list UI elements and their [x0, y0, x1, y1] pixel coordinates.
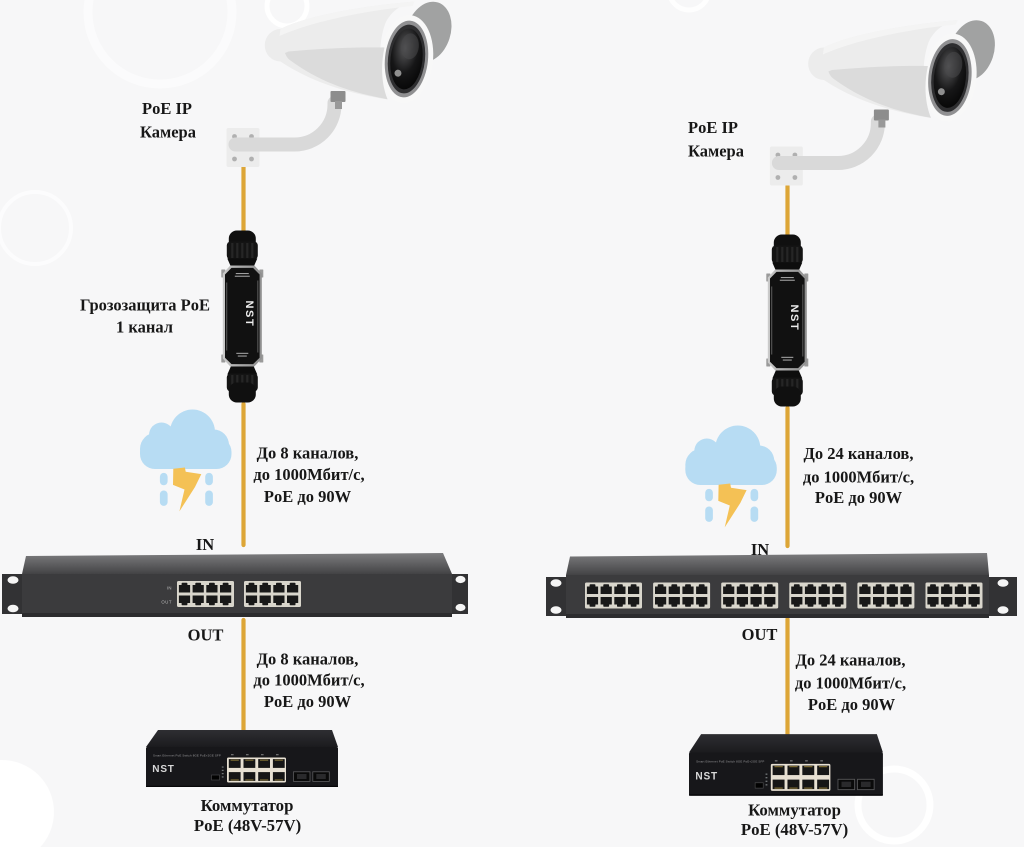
svg-text:IN: IN	[751, 540, 769, 559]
svg-text:Камера: Камера	[688, 142, 744, 161]
svg-text:PoE IP: PoE IP	[142, 99, 192, 118]
svg-text:до 1000Мбит/с,: до 1000Мбит/с,	[253, 671, 364, 690]
svg-text:Коммутатор: Коммутатор	[748, 801, 841, 820]
svg-text:до 1000Мбит/с,: до 1000Мбит/с,	[803, 468, 914, 487]
svg-text:IN: IN	[167, 586, 172, 591]
svg-text:До 8 каналов,: До 8 каналов,	[257, 444, 359, 463]
svg-text:До 8 каналов,: До 8 каналов,	[257, 650, 359, 669]
svg-text:OUT: OUT	[188, 626, 224, 645]
svg-text:PoE до 90W: PoE до 90W	[264, 692, 352, 711]
svg-text:Камера: Камера	[140, 123, 196, 142]
svg-text:до 1000Мбит/с,: до 1000Мбит/с,	[795, 674, 906, 693]
svg-text:Грозозащита PoE: Грозозащита PoE	[80, 296, 210, 315]
svg-text:Коммутатор: Коммутатор	[201, 796, 294, 815]
svg-text:PoE до 90W: PoE до 90W	[815, 488, 903, 507]
svg-text:1 канал: 1 канал	[116, 318, 173, 337]
svg-text:OUT: OUT	[161, 600, 172, 605]
svg-text:PoE IP: PoE IP	[688, 118, 738, 137]
svg-text:PoE (48V-57V): PoE (48V-57V)	[741, 820, 848, 839]
svg-text:До 24 каналов,: До 24 каналов,	[804, 444, 914, 463]
svg-text:до 1000Мбит/с,: до 1000Мбит/с,	[253, 465, 364, 484]
svg-text:PoE до 90W: PoE до 90W	[808, 695, 896, 714]
svg-text:PoE (48V-57V): PoE (48V-57V)	[194, 816, 301, 835]
svg-text:До 24 каналов,: До 24 каналов,	[796, 651, 906, 670]
svg-text:PoE до 90W: PoE до 90W	[264, 487, 352, 506]
svg-text:OUT: OUT	[742, 625, 778, 644]
svg-text:IN: IN	[196, 535, 214, 554]
